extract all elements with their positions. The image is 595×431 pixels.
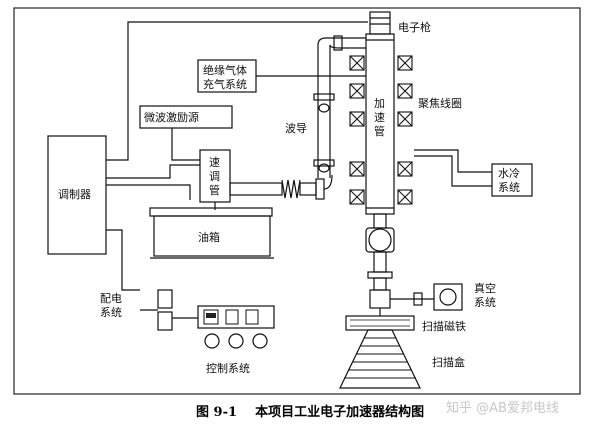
vacuum-system-circle	[439, 288, 457, 306]
focusing-coil-cross	[397, 111, 413, 127]
power-dist-panel-lower	[157, 311, 173, 331]
control-system-label: 控制系统	[206, 361, 250, 375]
vacuum-pump-ring	[365, 227, 395, 253]
waveguide-label: 波导	[285, 122, 307, 135]
electron-gun	[369, 11, 391, 35]
focusing-coil-cross	[397, 161, 413, 177]
scan-magnet	[345, 315, 415, 331]
focusing-coil-cross	[397, 55, 413, 71]
oil-tank-top-plate	[149, 207, 273, 217]
power-dist-label-1: 配电	[100, 292, 122, 305]
horizontal-waveguide	[229, 182, 283, 196]
focusing-coil-cross	[349, 83, 365, 99]
water-cooling-line-upper	[414, 149, 492, 173]
microwave-source-box	[139, 105, 233, 129]
scan-box-hatching	[344, 337, 416, 379]
focusing-coil-cross	[397, 83, 413, 99]
modulator-label: 调制器	[58, 188, 91, 201]
vacuum-system-box	[433, 283, 463, 311]
electron-gun-label: 电子枪	[398, 20, 431, 34]
watermark: 知乎 @AB爱邦电线	[446, 400, 559, 416]
water-cooling-label-2: 系统	[498, 181, 520, 194]
focusing-coil-cross	[397, 189, 413, 205]
accelerator-tube-label-1: 加	[374, 97, 385, 110]
waveguide-window-lower	[318, 163, 330, 173]
vacuum-label-2: 系统	[474, 296, 496, 309]
oil-tank-label: 油箱	[198, 230, 220, 244]
focusing-coil-cross	[349, 55, 365, 71]
control-knob-3	[252, 333, 268, 349]
control-panel	[197, 305, 275, 329]
vacuum-pump-circle	[368, 228, 392, 252]
modulator-to-oiltank-line	[106, 184, 191, 200]
diagram-frame	[13, 7, 581, 395]
focusing-coil-cross	[349, 111, 365, 127]
waveguide-bellows	[281, 179, 301, 199]
speed-tube-label-2: 调	[209, 170, 220, 183]
accelerator-tube-label-2: 速	[374, 111, 385, 124]
water-cooling-box	[491, 163, 533, 197]
power-dist-label-2: 系统	[100, 306, 122, 319]
microwave-to-speedtube-line	[171, 128, 200, 161]
insulating-gas-label-2: 充气系统	[203, 77, 247, 91]
speed-tube-label-1: 速	[209, 156, 220, 169]
accelerator-tube-label-3: 管	[374, 124, 385, 138]
oil-tank-box	[153, 215, 271, 257]
speed-tube-label-3: 管	[209, 183, 220, 197]
accelerator-tube	[365, 33, 395, 215]
focusing-coil-cross	[349, 189, 365, 205]
modulator-to-gun-line	[106, 21, 368, 161]
figure-caption: 图 9-1 本项目工业电子加速器结构图	[196, 404, 424, 420]
waveguide-window-upper	[318, 103, 330, 113]
modulator-to-powerdist-line	[106, 229, 140, 291]
insulating-gas-label-1: 绝缘气体	[203, 63, 247, 77]
scan-magnet-label: 扫描磁铁	[422, 319, 466, 333]
scan-box-label: 扫描盒	[432, 355, 465, 369]
water-cooling-label-1: 水冷	[498, 167, 520, 180]
vacuum-label-1: 真空	[474, 281, 496, 295]
microwave-source-label: 微波激励源	[144, 110, 199, 124]
modulator-to-speedtube-line	[106, 164, 200, 179]
power-dist-panel-upper	[157, 289, 173, 309]
focusing-coils	[349, 55, 413, 205]
control-knob-2	[228, 333, 244, 349]
modulator-box	[47, 135, 107, 255]
focusing-coil-label: 聚焦线圈	[418, 96, 462, 110]
scan-box	[339, 329, 421, 389]
focusing-coil-cross	[349, 161, 365, 177]
water-cooling-line-lower	[414, 155, 492, 187]
control-knob-1	[204, 333, 220, 349]
